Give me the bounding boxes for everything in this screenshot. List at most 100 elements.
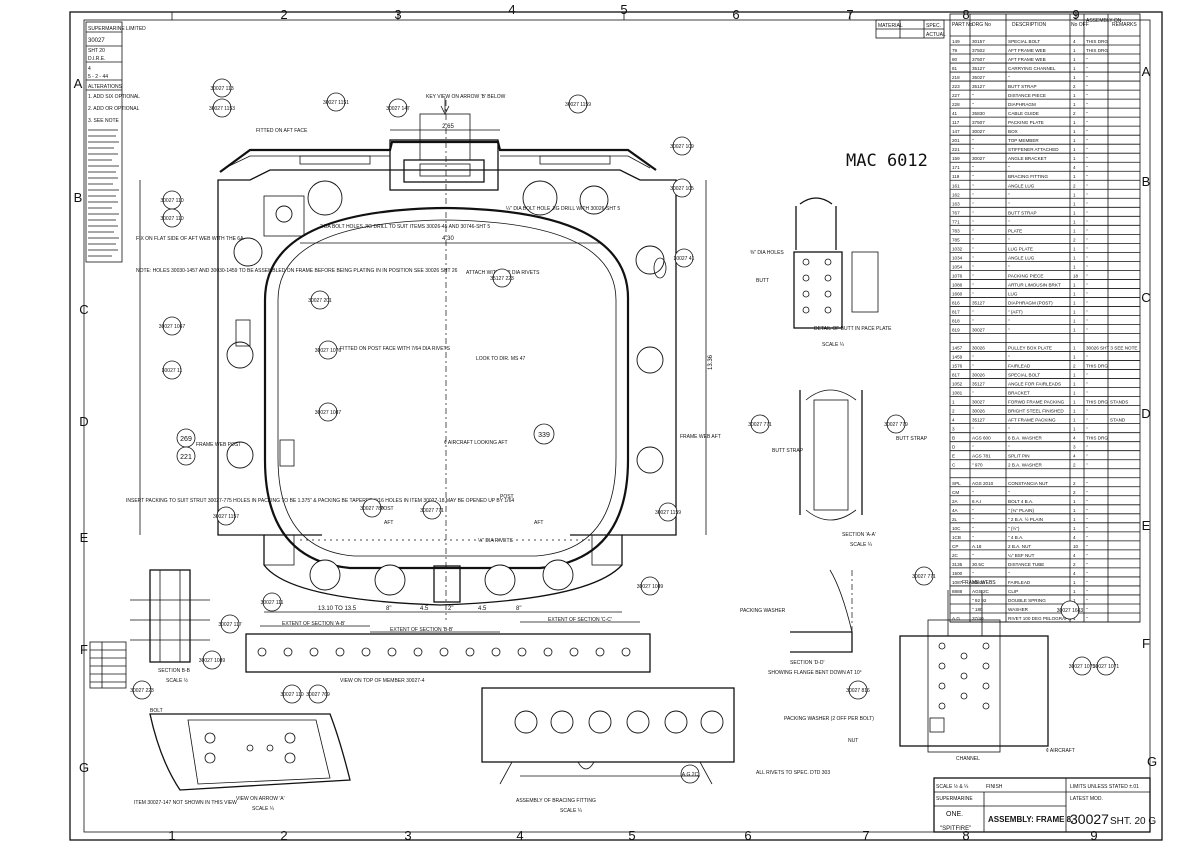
table-cell-desc: FAIRLEAD	[1008, 364, 1031, 369]
table-cell-asm: "	[1086, 355, 1088, 360]
table-cell-asm: "	[1086, 481, 1088, 486]
table-cell-desc: LUG	[1008, 291, 1018, 296]
table-cell-drg: "	[972, 165, 974, 170]
svg-text:30027 1151: 30027 1151	[323, 100, 349, 106]
table-cell-part: 1081	[952, 391, 963, 396]
note-holes: NOTE: HOLES 30030-1457 AND 30030-1459 TO…	[136, 268, 458, 274]
callout: 30027 780	[360, 498, 384, 518]
table-cell-desc: ARTUR LIMOUSIN BRKT	[1008, 282, 1061, 287]
note-aft-r: AFT	[534, 520, 543, 526]
table-cell-qty: 4	[1073, 454, 1076, 459]
table-cell-qty: 1	[1073, 300, 1076, 305]
table-cell-desc: CARRYING CHANNEL	[1008, 66, 1056, 71]
svg-text:30027 11: 30027 11	[162, 368, 183, 374]
grid-col-8: 8	[962, 7, 969, 22]
table-cell-desc: "	[1008, 264, 1010, 269]
callout-bubbles: 30027 113 30027 1153 30027 1151 30027 14…	[130, 78, 1119, 784]
table-cell-drg: "	[972, 364, 974, 369]
table-cell-asm: "	[1086, 616, 1088, 621]
table-cell-drg: "	[972, 264, 974, 269]
table-cell-part: 81	[952, 66, 958, 71]
note-fitted-aft: FITTED ON AFT FACE	[256, 128, 308, 134]
spec-label: SPEC.	[926, 23, 941, 29]
table-cell-desc: 2 B.A. WASHER	[1008, 463, 1042, 468]
table-cell-drg: "	[972, 201, 974, 206]
table-cell-part: 163	[952, 201, 960, 206]
table-cell-part: 149	[952, 39, 960, 44]
dim-13-10: 13.10 TO 13.5	[318, 606, 357, 612]
table-cell-asm: "	[1086, 156, 1088, 161]
callout: 30027 1151	[323, 92, 349, 112]
svg-text:30027 110: 30027 110	[280, 692, 303, 698]
callout: 30027 111	[261, 592, 284, 612]
table-cell-drg: "	[972, 174, 974, 179]
table-cell-desc: "	[1008, 192, 1010, 197]
note-scale-q3: SCALE ¼	[850, 542, 873, 548]
table-cell-qty: 2	[1073, 490, 1076, 495]
table-cell-qty: 1	[1073, 309, 1076, 314]
table-cell-asm: "	[1086, 571, 1088, 576]
table-cell-desc: CLIP	[1008, 589, 1018, 594]
table-cell-part: 201	[952, 138, 960, 143]
table-cell-desc: DISTANCE TUBE	[1008, 562, 1044, 567]
table-cell-desc: SPECIAL BOLT	[1008, 373, 1040, 378]
title-block: SCALE ½ & ¼ FINISH LIMITS UNLESS STATED …	[933, 777, 1156, 833]
table-cell-asm: "	[1086, 192, 1088, 197]
table-cell-drg: "	[972, 427, 974, 432]
callout: 30027 147	[386, 98, 410, 118]
table-cell-drg: A.18	[972, 544, 982, 549]
table-cell-qty: 1	[1073, 201, 1076, 206]
grid-top: 2 3 4 5 6 7 8 9	[171, 2, 1080, 22]
table-cell-part: CP	[952, 544, 958, 549]
grid-row-e: E	[80, 530, 89, 545]
table-cell-asm: 30026 SHT 3 SEE NOTE	[1086, 346, 1138, 351]
table-cell-asm: "	[1086, 418, 1088, 423]
table-cell-desc: " 2 B.A. ½ PLAIN	[1008, 516, 1043, 522]
svg-text:30027 105: 30027 105	[670, 186, 694, 192]
table-cell-part: 3	[952, 427, 955, 432]
grid-col-5-bottom: 5	[628, 828, 635, 843]
svg-text:30027 1087: 30027 1087	[315, 410, 342, 416]
grid-col-9: 9	[1072, 7, 1079, 22]
table-cell-qty: 1	[1073, 499, 1076, 504]
th-drg: DRG No	[972, 22, 991, 28]
tb-scale: SCALE ½ & ¼	[936, 783, 969, 790]
table-cell-qty: 4	[1073, 436, 1076, 441]
table-cell-asm: "	[1086, 93, 1088, 98]
table-cell-qty: 1	[1073, 255, 1076, 260]
table-cell-qty: 1	[1073, 409, 1076, 414]
grid-row-d: D	[79, 414, 88, 429]
callout: 30027 1071	[1093, 656, 1119, 676]
grid-row-f: F	[80, 642, 88, 657]
note-aft-l: AFT	[384, 520, 393, 526]
dim-2-65: 2.65	[442, 124, 454, 130]
svg-text:30027 1157: 30027 1157	[213, 514, 239, 520]
note-nut: NUT	[848, 738, 858, 744]
callout: 30027 1663	[1057, 600, 1083, 620]
table-cell-drg: "	[972, 309, 974, 314]
callout: 30027 1159	[655, 502, 681, 522]
callout: 30027 223	[130, 680, 154, 700]
table-cell-part: 1576	[952, 364, 963, 369]
callout: 339	[533, 423, 555, 445]
svg-text:339: 339	[538, 432, 550, 439]
table-cell-desc: "	[1008, 318, 1010, 323]
table-cell-desc: SPLIT PIN	[1008, 454, 1030, 459]
table-cell-part: 8888	[952, 589, 963, 594]
svg-text:30027 111: 30027 111	[261, 600, 284, 606]
table-cell-drg: "	[972, 102, 974, 107]
table-cell-asm: "	[1086, 282, 1088, 287]
table-cell-part: C	[952, 463, 956, 468]
table-cell-part: 2L	[952, 517, 958, 522]
svg-text:30027 117: 30027 117	[218, 622, 241, 628]
table-cell-desc: BRACING FITTING	[1008, 174, 1048, 179]
table-cell-desc: "	[1008, 427, 1010, 432]
table-cell-drg: "	[972, 571, 974, 576]
tb-finish: FINISH	[986, 784, 1003, 790]
rev-line-6: 1. ADD SIX OPTIONAL	[88, 94, 140, 100]
table-cell-asm: "	[1086, 84, 1088, 89]
svg-text:30027 201: 30027 201	[308, 298, 332, 304]
view-arrow-a: BOLT ITEM 30027-147 NOT SHOWN IN THIS VI…	[134, 708, 351, 812]
